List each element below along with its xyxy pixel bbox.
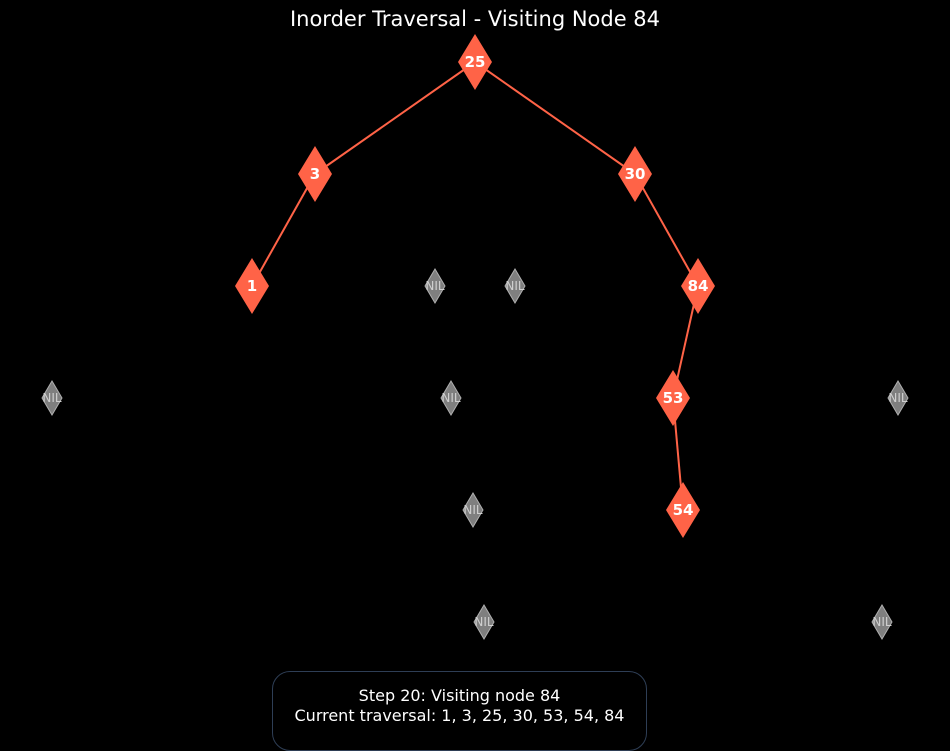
node-diamond-shape <box>235 258 269 314</box>
node-label: 1 <box>247 277 257 295</box>
nil-node: NIL <box>462 492 484 528</box>
node-diamond-shape <box>681 258 715 314</box>
node-diamond-shape <box>298 146 332 202</box>
nil-label: NIL <box>463 503 483 517</box>
diagram-title: Inorder Traversal - Visiting Node 84 <box>290 7 660 31</box>
node-diamond-shape <box>666 482 700 538</box>
nil-node: NIL <box>473 604 495 640</box>
tree-node-54: 54 <box>666 482 700 538</box>
edge-n25-n30 <box>474 61 636 175</box>
edges-layer <box>251 61 699 511</box>
nil-diamond-shape <box>41 380 63 416</box>
node-diamond-shape <box>618 146 652 202</box>
tree-node-3: 3 <box>298 146 332 202</box>
node-label: 84 <box>688 277 709 295</box>
tree-node-25: 25 <box>458 34 492 90</box>
node-diamond-shape <box>458 34 492 90</box>
nil-diamond-shape <box>473 604 495 640</box>
nil-nodes-layer: NIL NIL NIL NIL NIL NIL NIL NIL <box>41 268 909 640</box>
nil-label: NIL <box>42 391 62 405</box>
tree-node-84: 84 <box>681 258 715 314</box>
tree-node-1: 1 <box>235 258 269 314</box>
node-label: 53 <box>663 389 684 407</box>
node-label: 3 <box>310 165 320 183</box>
nil-node: NIL <box>424 268 446 304</box>
nil-label: NIL <box>474 615 494 629</box>
nil-label: NIL <box>872 615 892 629</box>
node-label: 25 <box>465 53 486 71</box>
edge-n3-n1 <box>251 173 316 287</box>
nil-node: NIL <box>440 380 462 416</box>
step-text: Step 20: Visiting node 84 <box>358 686 561 705</box>
nil-diamond-shape <box>887 380 909 416</box>
node-label: 30 <box>625 165 646 183</box>
nil-diamond-shape <box>440 380 462 416</box>
nil-node: NIL <box>41 380 63 416</box>
nil-label: NIL <box>888 391 908 405</box>
nil-node: NIL <box>887 380 909 416</box>
node-label: 54 <box>673 501 694 519</box>
traversal-text: Current traversal: 1, 3, 25, 30, 53, 54,… <box>294 706 625 725</box>
nil-diamond-shape <box>871 604 893 640</box>
edge-n25-n3 <box>314 61 476 175</box>
nil-label: NIL <box>441 391 461 405</box>
nil-node: NIL <box>871 604 893 640</box>
tree-nodes-layer: 25 3 30 1 84 53 54 <box>235 34 715 538</box>
nil-label: NIL <box>425 279 445 293</box>
nil-diamond-shape <box>462 492 484 528</box>
status-box: Step 20: Visiting node 84 Current traver… <box>272 671 647 751</box>
node-diamond-shape <box>656 370 690 426</box>
edge-n30-n84 <box>634 173 699 287</box>
nil-node: NIL <box>504 268 526 304</box>
nil-diamond-shape <box>504 268 526 304</box>
nil-diamond-shape <box>424 268 446 304</box>
tree-node-53: 53 <box>656 370 690 426</box>
tree-node-30: 30 <box>618 146 652 202</box>
nil-label: NIL <box>505 279 525 293</box>
